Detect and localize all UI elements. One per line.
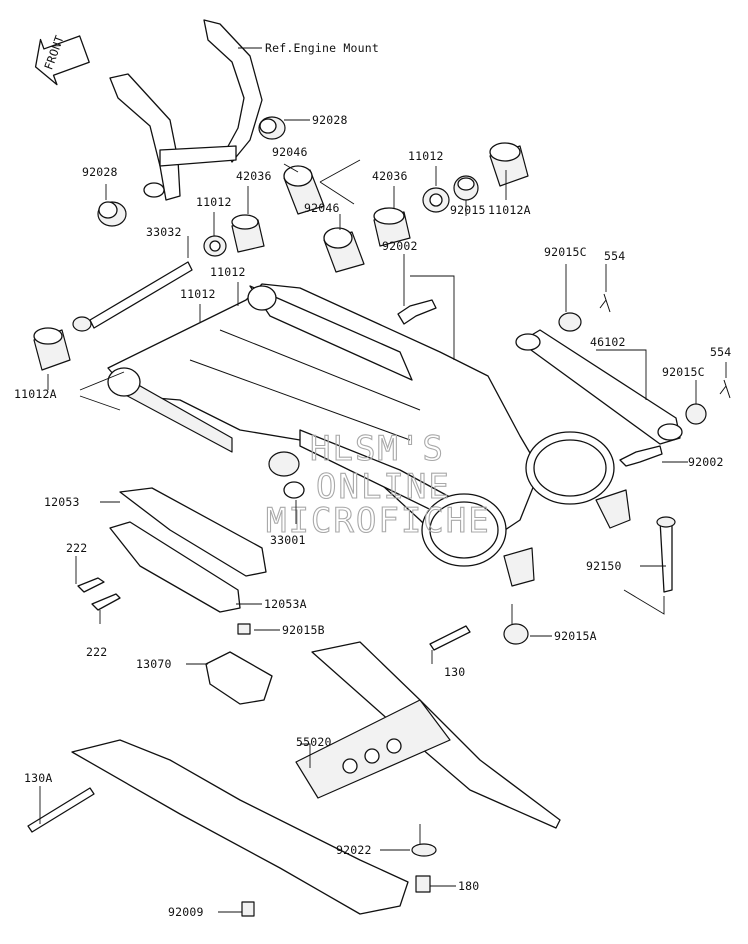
label-92028-left: 92028 [82, 165, 118, 179]
label-92015c-right: 92015C [662, 365, 705, 379]
label-180: 180 [458, 879, 479, 893]
label-12053a: 12053A [264, 597, 307, 611]
bolt-130a [27, 787, 95, 833]
label-130: 130 [444, 665, 465, 679]
chain-guide-block-13070 [205, 651, 273, 705]
cap-11012a-top [489, 142, 529, 187]
label-92015: 92015 [450, 203, 486, 217]
label-13070: 13070 [136, 657, 172, 671]
label-11012-b: 11012 [210, 265, 246, 279]
label-92028-top: 92028 [312, 113, 348, 127]
axle-clamp-front [421, 493, 535, 587]
label-92002-top: 92002 [382, 239, 418, 253]
bushing-92028-left [97, 201, 127, 227]
label-55020: 55020 [296, 735, 332, 749]
label-42036-right: 42036 [372, 169, 408, 183]
label-92150: 92150 [586, 559, 622, 573]
callout-labels: Ref.Engine Mount 92028 92028 92046 92046… [14, 41, 731, 919]
cotter-pin-554-top [599, 293, 611, 313]
bushing-92028-top [258, 116, 286, 140]
watermark-line-3: MICROFICHE [266, 501, 491, 541]
nut-92015b [237, 623, 251, 635]
label-ref-engine-mount: Ref.Engine Mount [265, 41, 379, 55]
chain-case-55020 [71, 641, 561, 915]
leader-lines [39, 47, 727, 913]
label-11012-c: 11012 [180, 287, 216, 301]
front-arrow-icon: FRONT [34, 33, 90, 86]
label-92022: 92022 [336, 843, 372, 857]
shaft-33001 [268, 451, 305, 499]
nut-92015c-top [558, 312, 582, 332]
label-222-a: 222 [66, 541, 87, 555]
label-11012a-top: 11012A [488, 203, 531, 217]
sleeve-42036-left [231, 214, 265, 253]
engine-mount-bracket [109, 19, 263, 201]
chain-guide-12053a [109, 521, 241, 613]
label-92015a: 92015A [554, 629, 597, 643]
bolt-92150 [656, 516, 676, 593]
bolt-92009 [241, 901, 255, 917]
screw-222-a [77, 577, 105, 593]
label-12053: 12053 [44, 495, 80, 509]
tie-rod-46102 [515, 329, 683, 445]
label-92002-right: 92002 [688, 455, 724, 469]
needle-bearing-92046-b [323, 227, 365, 273]
watermark-line-2: ONLINE [316, 467, 451, 507]
bolt-180 [415, 875, 431, 893]
swingarm [107, 283, 541, 561]
label-92015c-top: 92015C [544, 245, 587, 259]
label-11012-top: 11012 [408, 149, 444, 163]
nut-92015a [503, 623, 529, 645]
screw-222-b [91, 593, 121, 611]
label-92046-a: 92046 [272, 145, 308, 159]
sleeve-42036-right [373, 207, 411, 247]
bolt-92002-right [619, 445, 663, 467]
label-92015b: 92015B [282, 623, 325, 637]
label-92046-b: 92046 [304, 201, 340, 215]
axle-clamp-rear [525, 431, 631, 529]
label-554-right: 554 [710, 345, 731, 359]
washer-92022 [411, 843, 437, 857]
label-33001: 33001 [270, 533, 306, 547]
label-222-b: 222 [86, 645, 107, 659]
bolt-130 [429, 625, 471, 651]
label-11012-a: 11012 [196, 195, 232, 209]
needle-bearing-92046-a [283, 165, 325, 215]
label-33032: 33032 [146, 225, 182, 239]
label-46102: 46102 [590, 335, 626, 349]
nut-92015c-right [685, 403, 707, 425]
seal-11012-top [422, 187, 450, 213]
cap-11012a-left [33, 327, 71, 371]
label-42036-left: 42036 [236, 169, 272, 183]
cotter-pin-554-right [719, 379, 731, 399]
chain-slipper-12053 [119, 487, 267, 577]
label-554-top: 554 [604, 249, 625, 263]
label-11012a-left: 11012A [14, 387, 57, 401]
bolt-92002-top [397, 299, 437, 325]
collar-92015 [453, 175, 479, 201]
watermark-line-1: HLSM'S [310, 429, 445, 469]
watermark: HLSM'S ONLINE MICROFICHE [265, 428, 491, 541]
pivot-shaft-33032 [72, 261, 193, 332]
seal-11012-a [203, 235, 227, 257]
label-92009: 92009 [168, 905, 204, 919]
label-130a: 130A [24, 771, 53, 785]
